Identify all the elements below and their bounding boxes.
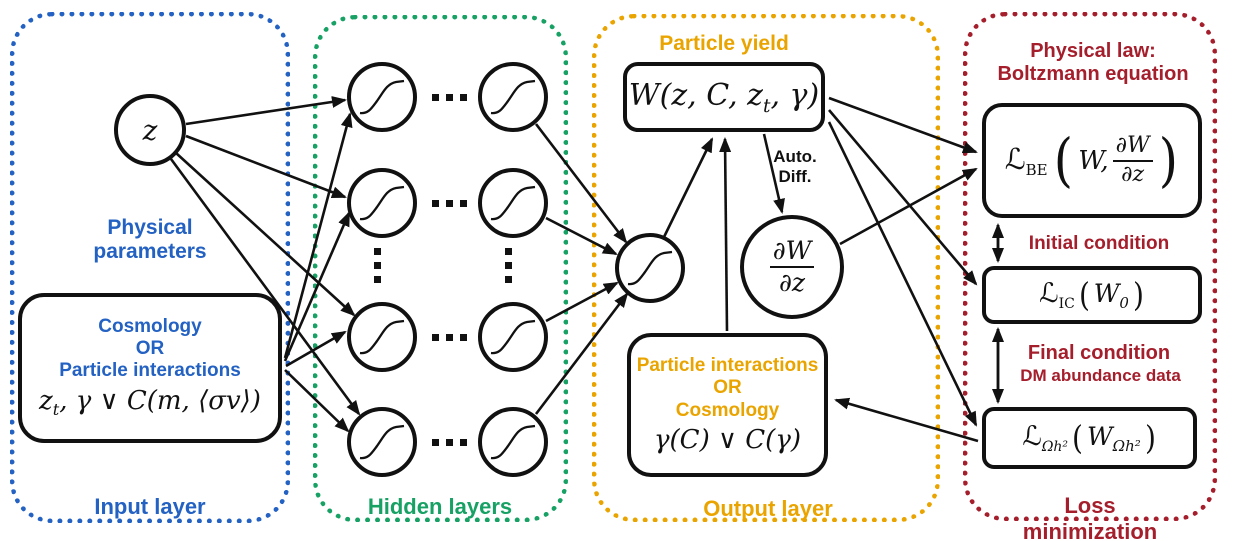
autodiff-caption: Auto. Diff. (773, 147, 817, 186)
sigmoid-icon (490, 424, 536, 460)
edge-z-h4 (169, 158, 361, 416)
edge-w-lic (828, 109, 978, 286)
sigmoid-icon (359, 319, 405, 355)
physical-parameters-caption: Physical parameters (93, 216, 207, 264)
hidden-neuron (478, 302, 548, 372)
hidden-neuron (347, 407, 417, 477)
z-label: z (142, 113, 158, 147)
edge-z-h2 (185, 134, 347, 199)
input-layer-label: Input layer (94, 494, 206, 519)
hidden-neuron (478, 62, 548, 132)
ellipsis-vertical-icon (374, 248, 381, 283)
edge-w-lbe (828, 96, 978, 154)
sigmoid-icon (359, 185, 405, 221)
ellipsis-vertical-icon (505, 248, 512, 283)
sigmoid-icon (627, 250, 673, 286)
boltzmann-loss-box: ℒBE ( W, ∂W ∂z ) (982, 103, 1202, 218)
loss-region (963, 12, 1217, 521)
hidden-neuron (347, 62, 417, 132)
edge-params-h3 (285, 330, 347, 368)
input-node-z: z (114, 94, 186, 166)
edge-params-h2 (283, 211, 351, 362)
hidden-neuron (347, 302, 417, 372)
loss-minimization-label: Loss minimization (1022, 493, 1158, 541)
ellipsis-horizontal-icon (432, 439, 467, 446)
input-parameters-text: Cosmology OR Particle interactions (59, 316, 241, 382)
sigmoid-icon (490, 185, 536, 221)
edge-params-h4 (284, 369, 350, 433)
edge-z-h3 (175, 152, 356, 317)
dw-dz-formula: ∂W ∂z (769, 237, 815, 297)
final-condition-caption: Final condition (1027, 342, 1171, 364)
initial-condition-loss-box: ℒIC ( W0 ) (982, 266, 1202, 324)
physical-law-caption: Physical law: Boltzmann equation (997, 40, 1189, 86)
edge-h3-out (545, 281, 619, 323)
output-layer-region (592, 14, 940, 522)
dm-abundance-caption: DM abundance data (1020, 366, 1181, 385)
lbe-formula: ℒBE ( W, ∂W ∂z ) (1004, 126, 1178, 195)
initial-condition-caption: Initial condition (1028, 233, 1170, 254)
edge-h2-out (545, 216, 618, 256)
lic-formula: ℒIC ( W0 ) (1039, 275, 1144, 315)
edge-params-h1 (283, 112, 353, 359)
particle-yield-box: W(z, C, zt, γ) (623, 62, 825, 132)
input-layer-region (10, 12, 290, 523)
edge-out-w (662, 137, 714, 238)
lomega-formula: ℒΩh² ( WΩh² ) (1022, 418, 1156, 458)
ellipsis-horizontal-icon (432, 334, 467, 341)
output-parameters-formula: γ(C) ∨ C(γ) (654, 424, 801, 455)
edge-lomega-params (834, 397, 979, 443)
ellipsis-horizontal-icon (432, 94, 467, 101)
input-parameters-box: Cosmology OR Particle interactions zt, γ… (18, 293, 282, 443)
relic-abundance-loss-box: ℒΩh² ( WΩh² ) (982, 407, 1197, 469)
hidden-neuron (478, 168, 548, 238)
input-parameters-formula: zt, γ ∨ C(m, ⟨σv⟩) (39, 386, 261, 420)
output-parameters-text: Particle interactions OR Cosmology (636, 355, 819, 421)
edge-derivative-lbe (839, 167, 978, 246)
hidden-layers-region (313, 15, 568, 522)
output-layer-label: Output layer (703, 496, 833, 521)
edge-h4-out (534, 292, 629, 415)
edge-z-h1 (185, 96, 347, 126)
sigmoid-icon (490, 319, 536, 355)
edge-w-derivative (762, 133, 785, 214)
derivative-node: ∂W ∂z (740, 215, 844, 319)
sigmoid-icon (490, 79, 536, 115)
edge-h1-out (534, 123, 628, 244)
w-formula: W(z, C, zt, γ) (628, 77, 820, 117)
output-parameters-box: Particle interactions OR Cosmology γ(C) … (627, 333, 828, 477)
sigmoid-icon (359, 79, 405, 115)
output-neuron (615, 233, 685, 303)
ellipsis-horizontal-icon (432, 200, 467, 207)
sigmoid-icon (359, 424, 405, 460)
particle-yield-caption: Particle yield (659, 32, 789, 55)
edge-params-w (719, 137, 732, 332)
hidden-neuron (347, 168, 417, 238)
edge-w-lomega (827, 121, 978, 427)
hidden-neuron (478, 407, 548, 477)
hidden-layers-label: Hidden layers (367, 494, 513, 519)
